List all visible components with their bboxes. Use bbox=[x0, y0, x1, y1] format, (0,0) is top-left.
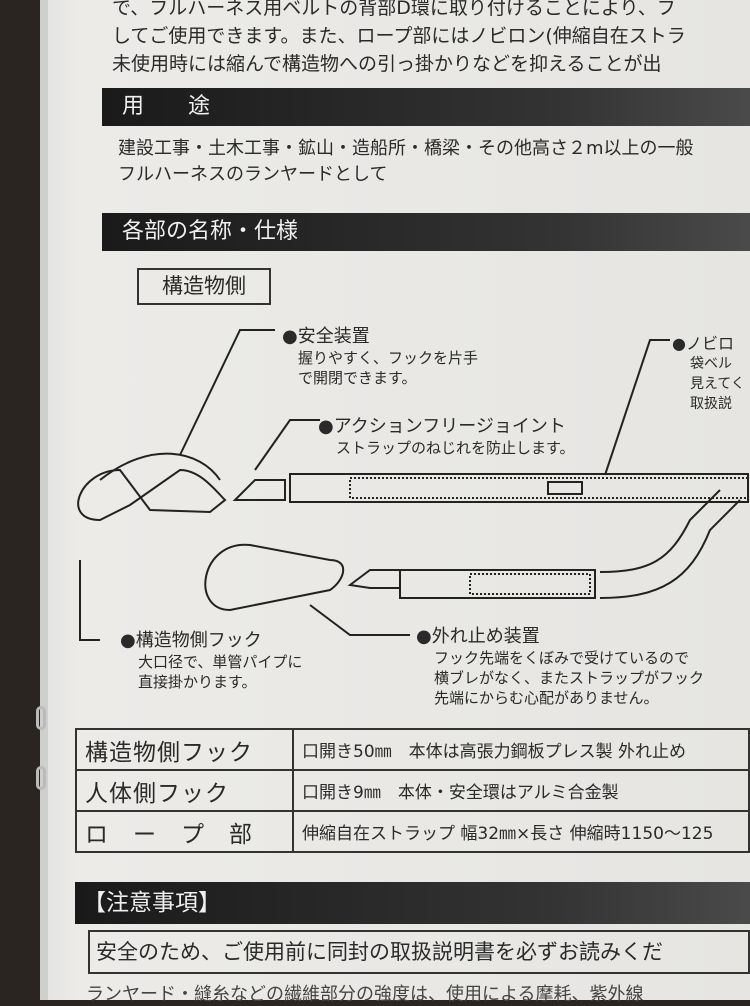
intro-line: してご使用できます。また、ロープ部にはノビロン(伸縮自在ストラ bbox=[112, 25, 686, 47]
table-row: ロ ー プ 部伸縮自在ストラップ 幅32㎜×長さ 伸縮時1150〜125 bbox=[75, 810, 750, 853]
strap-bend bbox=[599, 489, 741, 599]
callout-nobiron: ●ノビロ袋ベル見えてく取扱説 bbox=[672, 330, 745, 414]
callout-desc: 握りやすく、フックを片手 bbox=[298, 349, 479, 367]
callout-desc: 見えてく bbox=[690, 376, 745, 392]
table-row: 人体側フック口開き9㎜ 本体・安全環はアルミ合金製 bbox=[75, 769, 750, 812]
spec-value: 口開き9㎜ 本体・安全環はアルミ合金製 bbox=[292, 769, 750, 812]
swivel-joint bbox=[232, 479, 286, 501]
spec-label: ロ ー プ 部 bbox=[75, 810, 294, 853]
strap-lower bbox=[399, 569, 596, 599]
caution-box: 安全のため、ご使用前に同封の取扱説明書を必ずお読みくだ bbox=[88, 930, 750, 974]
callout-safety-device: ●安全装置握りやすく、フックを片手で開閉できます。 bbox=[282, 322, 478, 388]
usage-line: フルハーネスのランヤードとして bbox=[118, 164, 388, 185]
strap-lower-webbing bbox=[469, 573, 591, 595]
callout-title: ●外れ止め装置 bbox=[416, 626, 540, 647]
side-label-box: 構造物側 bbox=[137, 268, 271, 305]
callout-desc: フック先端をくぼみで受けているので bbox=[434, 649, 690, 667]
table-row: 構造物側フック口開き50㎜ 本体は高張力鋼板プレス製 外れ止め bbox=[75, 728, 750, 771]
body-hook bbox=[204, 543, 345, 612]
leader-lines bbox=[79, 329, 670, 641]
binder-ring bbox=[36, 706, 46, 730]
callout-desc: 直接掛かります。 bbox=[138, 673, 257, 691]
callout-title: ●安全装置 bbox=[282, 326, 370, 347]
usage-text: 建設工事・土木工事・鉱山・造船所・橋梁・その他高さ２m以上の一般 フルハーネスの… bbox=[118, 136, 748, 188]
usage-header: 用 途 bbox=[102, 88, 750, 126]
intro-line: 未使用時には縮んで構造物への引っ掛かりなどを抑えることが出 bbox=[112, 53, 662, 75]
binder-ring bbox=[36, 766, 46, 790]
spec-label: 人体側フック bbox=[75, 769, 294, 812]
callout-title: ●ノビロ bbox=[672, 334, 734, 353]
callout-title: ●アクションフリージョイント bbox=[318, 416, 566, 437]
strap-upper-webbing bbox=[349, 477, 749, 499]
callout-title: ●構造物側フック bbox=[120, 630, 262, 651]
callout-desc: 大口径で、単管パイプに bbox=[138, 653, 303, 671]
paper-edge bbox=[40, 0, 50, 1000]
intro-text: で、フルハーネス用ベルトの背部D環に取り付けることにより、フ してご使用できます… bbox=[112, 0, 748, 78]
structure-hook bbox=[77, 468, 227, 522]
spec-value: 口開き50㎜ 本体は高張力鋼板プレス製 外れ止め bbox=[292, 728, 750, 771]
caution-text: ランヤード・縫糸などの繊維部分の強度は、使用による摩耗、紫外線 bbox=[86, 984, 644, 1005]
spec-value: 伸縮自在ストラップ 幅32㎜×長さ 伸縮時1150〜125 bbox=[292, 810, 750, 853]
callout-desc: で開閉できます。 bbox=[298, 369, 417, 387]
callout-desc: 袋ベル bbox=[690, 356, 732, 372]
usage-line: 建設工事・土木工事・鉱山・造船所・橋梁・その他高さ２m以上の一般 bbox=[118, 138, 694, 159]
callout-structure-hook: ●構造物側フック大口径で、単管パイプに直接掛かります。 bbox=[120, 626, 302, 692]
structure-hook-gate bbox=[99, 452, 221, 481]
callout-gate-lock: ●外れ止め装置フック先端をくぼみで受けているので横ブレがなく、またストラップがフ… bbox=[416, 622, 704, 708]
spec-label: 構造物側フック bbox=[75, 728, 294, 771]
callout-desc: 取扱説 bbox=[690, 396, 732, 412]
callout-action-free-joint: ●アクションフリージョイントストラップのねじれを防止します。 bbox=[318, 412, 575, 458]
callout-desc: 横ブレがなく、またストラップがフック bbox=[434, 669, 705, 687]
strap-label bbox=[547, 481, 583, 495]
spec-table: 構造物側フック口開き50㎜ 本体は高張力鋼板プレス製 外れ止め 人体側フック口開… bbox=[75, 728, 750, 853]
intro-line: で、フルハーネス用ベルトの背部D環に取り付けることにより、フ bbox=[112, 0, 676, 19]
parts-header: 各部の名称・仕様 bbox=[102, 213, 750, 251]
swivel-joint bbox=[347, 569, 401, 589]
callout-desc: 先端にからむ心配がありません。 bbox=[434, 689, 659, 707]
caution-header: 【注意事項】 bbox=[75, 882, 750, 924]
callout-desc: ストラップのねじれを防止します。 bbox=[336, 439, 575, 457]
